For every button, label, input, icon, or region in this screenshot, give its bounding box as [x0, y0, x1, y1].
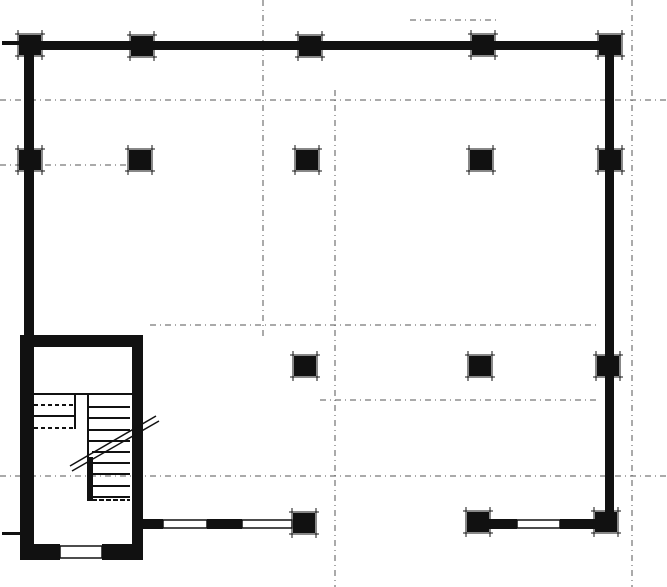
- column: [19, 35, 41, 55]
- window: [516, 519, 561, 529]
- wall-bottom-right: [487, 519, 517, 529]
- stair-newel: [87, 457, 93, 501]
- wall-right: [605, 41, 614, 528]
- column: [599, 35, 621, 55]
- window: [162, 519, 208, 529]
- column: [470, 150, 492, 170]
- wall-bottom-left: [207, 519, 242, 529]
- wall-left: [24, 41, 34, 337]
- column: [19, 150, 41, 170]
- column: [595, 512, 617, 532]
- column: [129, 150, 151, 170]
- wall-stub: [2, 41, 24, 45]
- columns: [15, 30, 625, 538]
- stair-wall-left: [20, 335, 34, 560]
- stair-wall-top: [20, 335, 143, 347]
- column: [467, 512, 489, 532]
- walls: [2, 41, 618, 560]
- wall-stub: [2, 532, 20, 535]
- column: [293, 513, 315, 533]
- staircase: [34, 393, 160, 501]
- column: [472, 35, 494, 55]
- wall-bottom-left: [143, 519, 163, 529]
- column: [469, 356, 491, 376]
- window: [59, 545, 103, 559]
- column: [296, 150, 318, 170]
- window: [241, 519, 293, 529]
- column: [131, 36, 153, 56]
- stair-wall-right: [132, 335, 143, 560]
- break-line: [71, 420, 160, 472]
- stair-wall-bottom: [20, 544, 60, 560]
- column: [294, 356, 316, 376]
- stair-wall-bottom: [102, 544, 143, 560]
- column: [597, 356, 619, 376]
- wall-bottom-right: [560, 519, 606, 529]
- column: [599, 150, 621, 170]
- column: [299, 36, 321, 56]
- break-line: [69, 415, 157, 467]
